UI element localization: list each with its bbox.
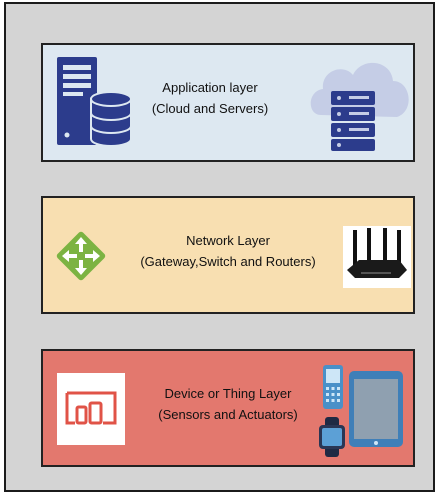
- mobile-phone-icon: [323, 365, 343, 409]
- server-database-icon: [57, 55, 135, 147]
- iot-architecture-diagram: Application layer (Cloud and Servers): [4, 2, 435, 492]
- tablet-icon: [349, 371, 403, 447]
- application-layer-title: Application layer: [162, 80, 258, 95]
- cloud-server-icon: [309, 53, 413, 153]
- application-layer-subtitle: (Cloud and Servers): [151, 101, 269, 116]
- device-layer-box: Device or Thing Layer (Sensors and Actua…: [41, 349, 415, 467]
- network-layer-box: Network Layer (Gateway,Switch and Router…: [41, 196, 415, 314]
- network-layer-subtitle: (Gateway,Switch and Routers): [140, 254, 316, 269]
- gateway-arrows-icon: [53, 228, 109, 284]
- smartwatch-icon: [317, 417, 347, 457]
- network-layer-title: Network Layer: [186, 233, 270, 248]
- application-layer-box: Application layer (Cloud and Servers): [41, 43, 415, 162]
- network-layer-label: Network Layer (Gateway,Switch and Router…: [125, 230, 331, 272]
- application-layer-label: Application layer (Cloud and Servers): [139, 77, 281, 119]
- device-layer-title: Device or Thing Layer: [164, 386, 292, 401]
- router-icon: [343, 226, 411, 288]
- device-panel-icon: [57, 373, 125, 445]
- device-layer-subtitle: (Sensors and Actuators): [158, 407, 298, 422]
- device-layer-label: Device or Thing Layer (Sensors and Actua…: [143, 383, 313, 425]
